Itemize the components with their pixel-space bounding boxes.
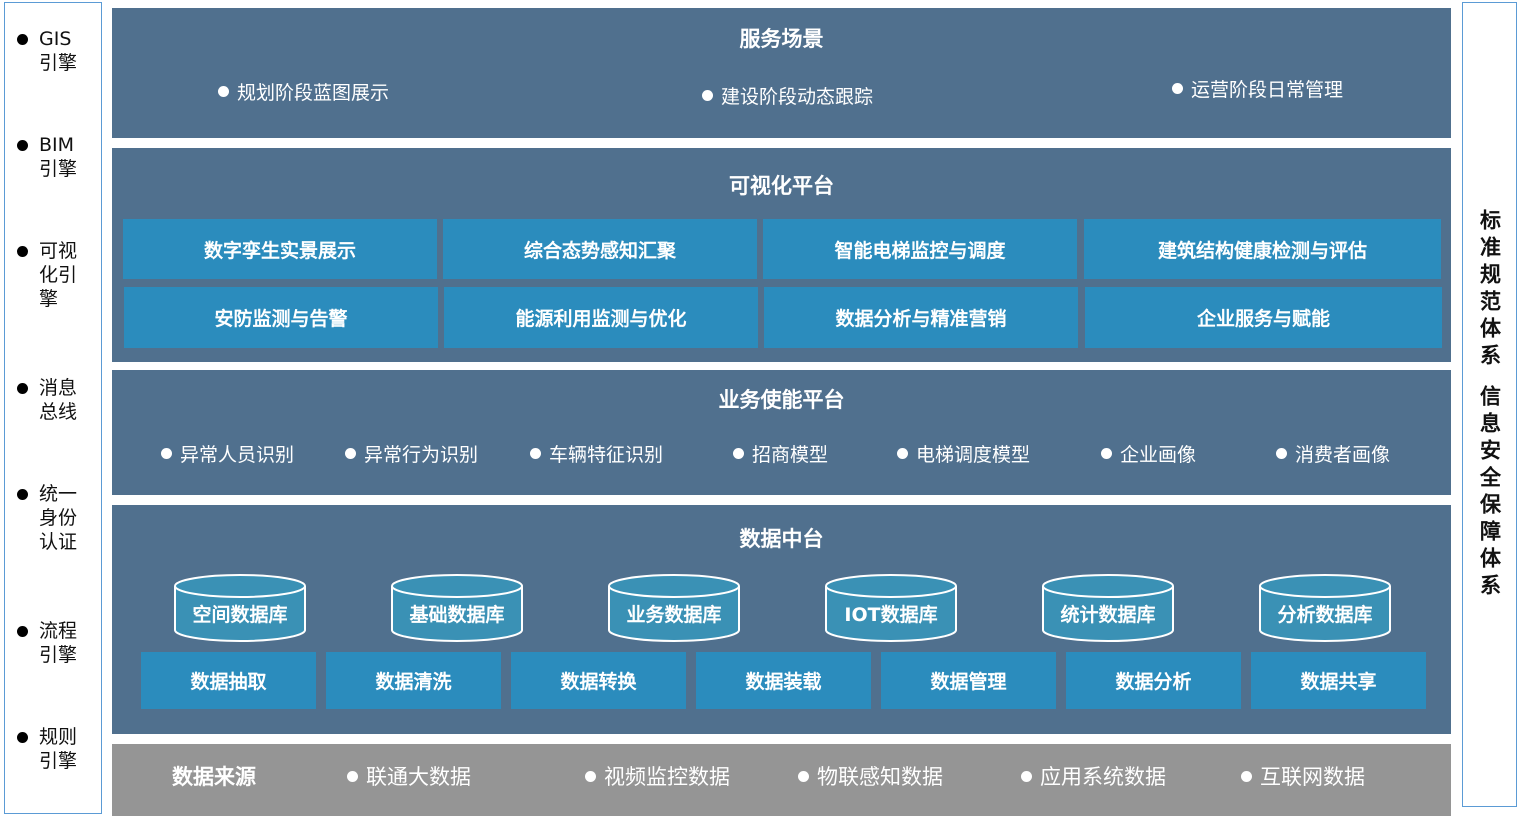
business-platform-layer: 业务使能平台 异常人员识别 异常行为识别 车辆特征识别 招商模型 电梯调度模型 企业画像 消… (112, 370, 1451, 495)
engine-item: 消息总线 (17, 376, 83, 424)
database-item: 统计数据库 (1042, 574, 1174, 642)
engine-label: 统一身份认证 (39, 483, 78, 553)
bullet-icon (17, 732, 28, 743)
service-item: 规划阶段蓝图展示 (218, 78, 389, 105)
database-item: 业务数据库 (608, 574, 740, 642)
database-label: 基础数据库 (409, 604, 505, 626)
visual-module: 安防监测与告警 (124, 287, 438, 348)
database-item: 空间数据库 (174, 574, 306, 642)
source-item: 应用系统数据 (1021, 761, 1166, 791)
engine-sidebar: GIS引擎 BIM引擎可视化引擎消息总线统一身份认证流程引擎规则引擎 (4, 2, 102, 814)
security-label: 信息安全保障体系 (1477, 384, 1502, 601)
visual-module: 数字孪生实景展示 (123, 219, 437, 279)
engine-label: 可视化引擎 (39, 240, 78, 310)
standards-label: 标准规范体系 (1477, 208, 1502, 371)
database-cylinder-icon (825, 574, 957, 642)
visual-module: 综合态势感知汇聚 (443, 219, 757, 279)
business-item: 电梯调度模型 (897, 440, 1030, 467)
visual-title: 可视化平台 (729, 174, 834, 198)
business-item: 招商模型 (733, 440, 828, 467)
visual-module: 能源利用监测与优化 (444, 287, 758, 348)
database-label: 分析数据库 (1277, 604, 1373, 626)
database-cylinder-icon (391, 574, 523, 642)
business-item: 消费者画像 (1276, 440, 1390, 467)
engine-item: 规则引擎 (17, 725, 83, 773)
database-cylinder-icon (174, 574, 306, 642)
process-module: 数据装载 (696, 652, 871, 709)
engine-item: BIM引擎 (17, 133, 83, 181)
database-cylinder-icon (608, 574, 740, 642)
database-item: 分析数据库 (1259, 574, 1391, 642)
data-source-layer: 数据来源 联通大数据 视频监控数据 物联感知数据 应用系统数据 互联网数据 (112, 744, 1451, 816)
business-item: 异常行为识别 (345, 440, 478, 467)
data-center-layer: 数据中台 空间数据库 基础数据库 业务数据库 IOT数据库 统计数据库 分析数据库数据抽取… (112, 505, 1451, 734)
process-module: 数据分析 (1066, 652, 1241, 709)
engine-label: 规则引擎 (39, 726, 78, 772)
visual-module: 数据分析与精准营销 (764, 287, 1078, 348)
database-item: 基础数据库 (391, 574, 523, 642)
source-title: 数据来源 (172, 765, 256, 789)
bullet-icon (17, 140, 28, 151)
engine-label: GIS引擎 (39, 28, 78, 74)
engine-item: GIS引擎 (17, 27, 83, 75)
database-item: IOT数据库 (825, 574, 957, 642)
engine-label: BIM引擎 (39, 134, 78, 180)
business-title: 业务使能平台 (718, 388, 845, 412)
engine-item: 流程引擎 (17, 619, 83, 667)
engine-label: 流程引擎 (39, 620, 78, 666)
process-module: 数据管理 (881, 652, 1056, 709)
source-item: 互联网数据 (1241, 761, 1365, 791)
standards-security-sidebar: 标准规范体系信息安全保障体系 (1462, 2, 1517, 807)
bullet-icon (17, 489, 28, 500)
database-label: 业务数据库 (626, 604, 722, 626)
visual-platform-layer: 可视化平台 数字孪生实景展示综合态势感知汇聚智能电梯监控与调度建筑结构健康检测与… (112, 148, 1451, 362)
database-label: 空间数据库 (192, 604, 288, 626)
service-item: 运营阶段日常管理 (1172, 75, 1343, 102)
engine-label: 消息总线 (39, 377, 78, 423)
visual-module: 智能电梯监控与调度 (763, 219, 1077, 279)
bullet-icon (17, 626, 28, 637)
business-item: 企业画像 (1101, 440, 1196, 467)
database-cylinder-icon (1259, 574, 1391, 642)
process-module: 数据共享 (1251, 652, 1426, 709)
source-item: 物联感知数据 (798, 761, 943, 791)
database-label: IOT数据库 (844, 604, 938, 626)
visual-module: 建筑结构健康检测与评估 (1084, 219, 1441, 279)
engine-item: 统一身份认证 (17, 482, 83, 554)
process-module: 数据转换 (511, 652, 686, 709)
process-module: 数据抽取 (141, 652, 316, 709)
service-title: 服务场景 (739, 27, 824, 51)
database-cylinder-icon (1042, 574, 1174, 642)
vertical-label: 标准规范体系信息安全保障体系 (1476, 209, 1504, 601)
visual-module: 企业服务与赋能 (1085, 287, 1442, 348)
process-module: 数据清洗 (326, 652, 501, 709)
database-label: 统计数据库 (1060, 604, 1156, 626)
engine-item: 可视化引擎 (17, 239, 83, 311)
business-item: 车辆特征识别 (530, 440, 663, 467)
service-layer: 服务场景 规划阶段蓝图展示 建设阶段动态跟踪 运营阶段日常管理 (112, 8, 1451, 138)
bullet-icon (17, 34, 28, 45)
source-item: 联通大数据 (347, 761, 471, 791)
bullet-icon (17, 383, 28, 394)
service-item: 建设阶段动态跟踪 (702, 82, 873, 109)
business-item: 异常人员识别 (161, 440, 294, 467)
data-center-title: 数据中台 (739, 527, 824, 551)
bullet-icon (17, 246, 28, 257)
source-item: 视频监控数据 (585, 761, 730, 791)
